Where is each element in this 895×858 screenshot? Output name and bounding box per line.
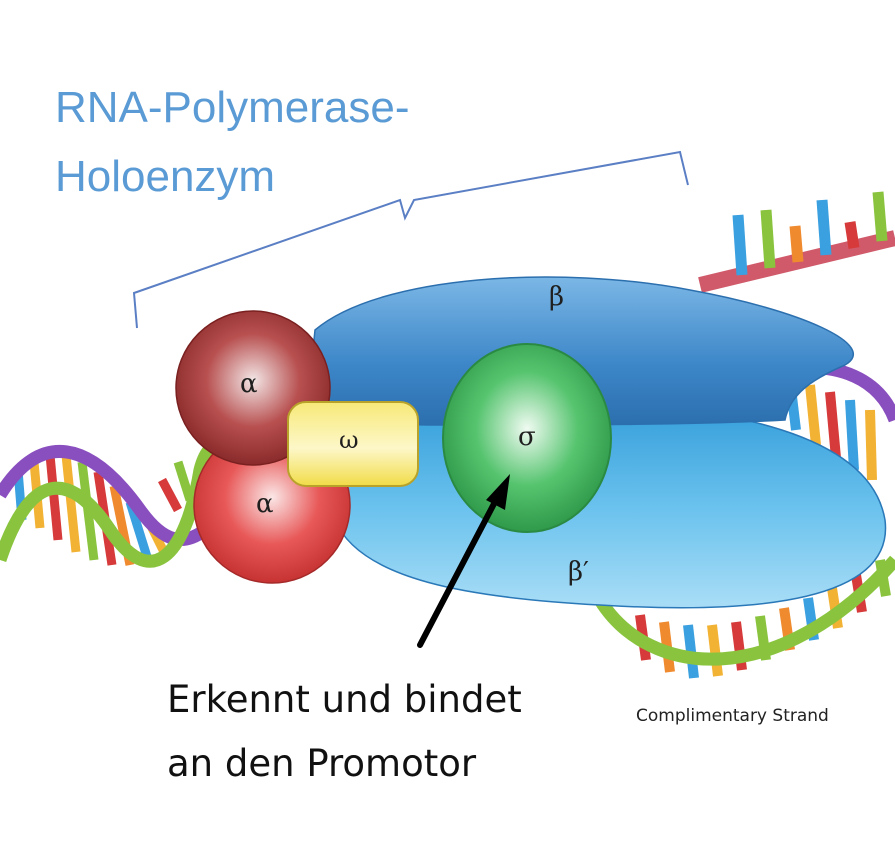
omega-label: ω [339,426,359,454]
title-line-1: RNA-Polymerase- [55,83,410,132]
alpha-bottom-label: α [256,489,274,519]
beta-subunit [309,276,854,426]
sigma-subunit [442,343,612,533]
beta-prime-label: β′ [568,557,589,587]
omega-subunit [287,401,419,487]
sigma-label: σ [518,422,536,452]
alpha-top-label: α [240,369,258,399]
beta-label: β [549,282,564,312]
annotation-line-2: an den Promotor [167,742,477,785]
complimentary-strand-label: Complimentary Strand [636,706,829,726]
title-line-2: Holoenzym [55,152,275,201]
rna-strand-top-right [698,191,895,293]
annotation-line-1: Erkennt und bindet [167,678,522,721]
holoenzyme-bracket [132,150,689,329]
dna-helix-left [0,437,228,568]
arrow-to-sigma [417,474,510,648]
dna-helix-right [594,360,895,679]
